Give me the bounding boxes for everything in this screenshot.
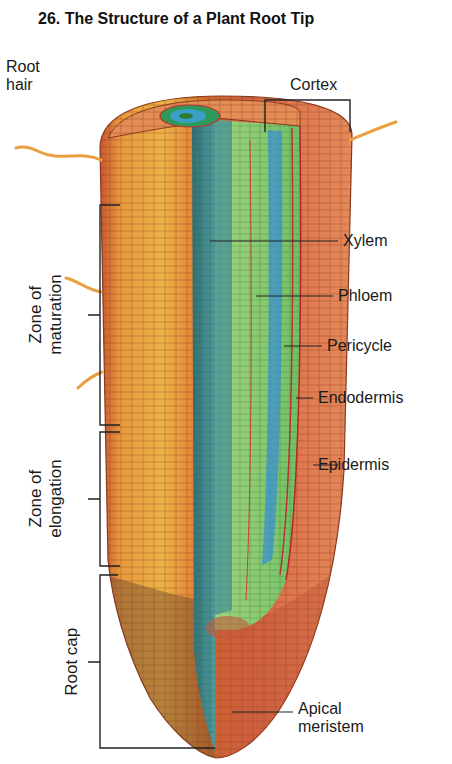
cross-section: [108, 100, 300, 138]
label-holder: Endodermis: [318, 389, 403, 407]
part-label: Root hair: [6, 58, 56, 95]
part-label: Pericycle: [327, 337, 392, 355]
label-holder: Cortex: [290, 76, 337, 94]
label-holder: Phloem: [338, 287, 392, 305]
label-holder: Apical meristem: [298, 700, 383, 737]
bracket: [88, 100, 350, 748]
title-holder: 26. The Structure of a Plant Root Tip: [38, 10, 314, 28]
label-holder: Pericycle: [327, 337, 392, 355]
zone-label: Zone of elongation: [26, 449, 65, 549]
leader-line: [210, 241, 338, 712]
label-holder: Root cap: [62, 628, 82, 696]
root-hair: [16, 122, 396, 388]
cut-face: [192, 118, 215, 752]
label-holder: Xylem: [343, 232, 387, 250]
vascular-cylinder: [215, 120, 301, 630]
part-label: Xylem: [343, 232, 387, 250]
label-holder: Root hair: [6, 58, 56, 95]
label-holder: Zone of maturation: [26, 265, 65, 365]
label-holder: Zone of elongation: [26, 449, 65, 549]
part-label: Apical meristem: [298, 700, 383, 737]
part-label: Cortex: [290, 76, 337, 94]
title: 26. The Structure of a Plant Root Tip: [38, 10, 314, 28]
part-label: Endodermis: [318, 389, 403, 407]
zone-label: Zone of maturation: [26, 265, 65, 365]
label-holder: Epidermis: [318, 456, 389, 474]
part-label: Phloem: [338, 287, 392, 305]
zone-label: Root cap: [62, 628, 82, 696]
part-label: Epidermis: [318, 456, 389, 474]
